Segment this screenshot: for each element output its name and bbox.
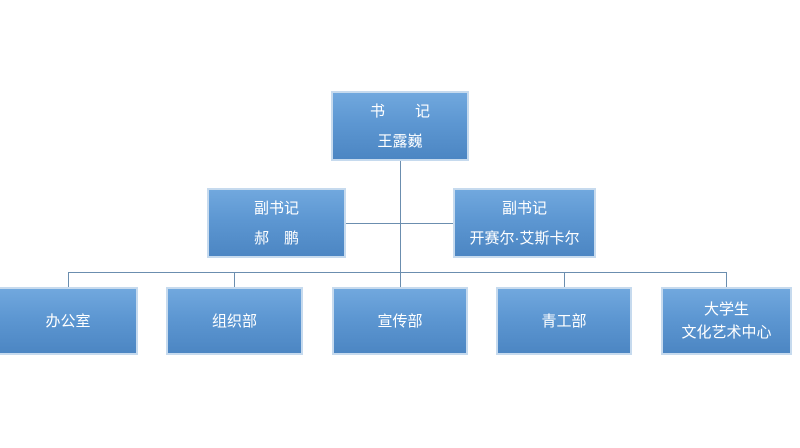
- connector-stub-dept-2: [234, 272, 235, 288]
- node-dept-office-label: 办公室: [45, 312, 91, 330]
- connector-horizontal-deputies: [345, 223, 454, 224]
- connector-stub-dept-1: [68, 272, 69, 288]
- node-dept-youth-work-label: 青工部: [541, 312, 587, 330]
- node-dept-culture-art-center-label-line2: 文化艺术中心: [681, 324, 772, 341]
- node-dept-publicity-label: 宣传部: [377, 312, 423, 330]
- node-dept-youth-work: 青工部: [496, 287, 632, 355]
- node-deputy-left-title: 副书记: [253, 199, 299, 217]
- node-deputy-right-name: 开赛尔·艾斯卡尔: [469, 229, 580, 247]
- node-secretary-name: 王露巍: [377, 132, 423, 150]
- node-dept-publicity: 宣传部: [332, 287, 468, 355]
- node-dept-office: 办公室: [0, 287, 138, 355]
- connector-horizontal-bus: [68, 272, 727, 273]
- node-dept-culture-art-center: 大学生 文化艺术中心: [661, 287, 792, 355]
- connector-stub-dept-4: [564, 272, 565, 288]
- node-deputy-left: 副书记 郝 鹏: [207, 188, 346, 258]
- node-deputy-right-title: 副书记: [501, 199, 547, 217]
- connector-vertical-main: [400, 160, 401, 288]
- node-dept-organization-label: 组织部: [211, 312, 257, 330]
- node-deputy-right: 副书记 开赛尔·艾斯卡尔: [453, 188, 596, 258]
- connector-stub-dept-5: [726, 272, 727, 288]
- node-dept-culture-art-center-label-line1: 大学生: [703, 301, 749, 318]
- node-secretary: 书 记 王露巍: [331, 91, 469, 161]
- node-secretary-title: 书 记: [369, 102, 430, 120]
- node-dept-organization: 组织部: [166, 287, 303, 355]
- node-deputy-left-name: 郝 鹏: [253, 229, 299, 247]
